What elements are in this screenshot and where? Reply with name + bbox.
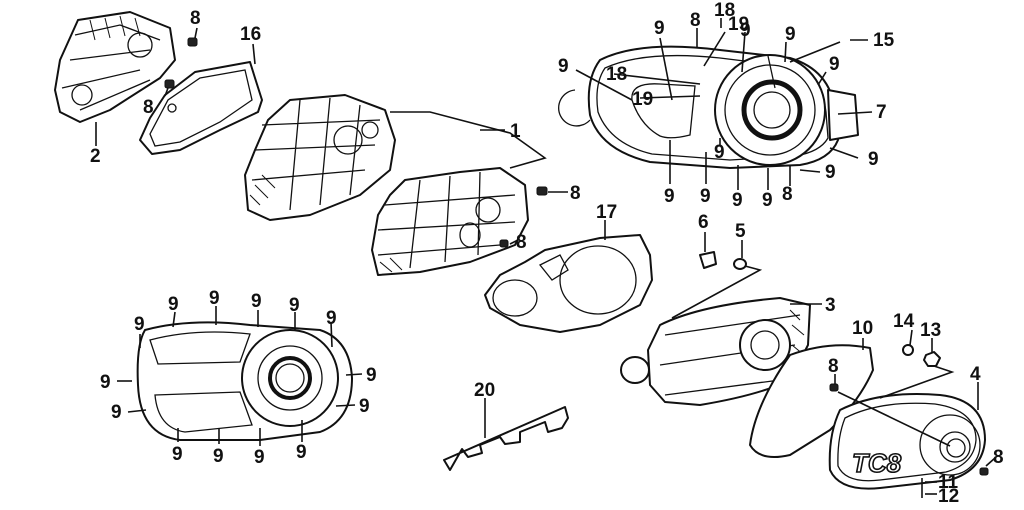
callout-9: 9 [134,314,145,335]
callout-8: 8 [828,356,839,377]
part-1-crankcase-right [371,167,529,276]
callout-8: 8 [993,447,1004,468]
callout-8: 8 [516,232,527,253]
callout-8: 8 [570,183,581,204]
callout-17: 17 [596,202,617,223]
part-20-strip [443,406,569,471]
callout-9: 9 [251,291,262,312]
callout-18: 18 [714,0,735,21]
part-13-nut [923,351,941,367]
callout-13: 13 [920,320,941,341]
callout-8: 8 [190,8,201,29]
part-4-outer-cover: TC8 [828,393,986,490]
callout-6: 6 [698,212,709,233]
callout-9: 9 [326,308,337,329]
callout-9: 9 [213,446,224,467]
callout-19: 19 [632,89,653,110]
leader-lines [95,18,996,498]
bolt-8-e [829,383,839,392]
bolt-8-a [187,37,198,47]
callout-19: 19 [728,14,749,35]
callout-1: 1 [510,121,521,142]
callout-9: 9 [714,142,725,163]
callout-labels: 8 8 2 16 1 8 8 17 6 5 3 10 14 13 8 4 8 1… [90,0,1004,507]
callout-20: 20 [474,380,495,401]
callout-9: 9 [740,20,751,41]
part-1-crankcase-left [244,94,396,221]
callout-8: 8 [143,97,154,118]
callout-8: 8 [690,10,701,31]
bolt-8-b [164,79,175,89]
callout-15: 15 [873,30,895,51]
callout-9: 9 [296,442,307,463]
callout-8: 8 [782,184,793,205]
callout-9: 9 [664,186,675,207]
callout-4: 4 [970,364,981,385]
callout-9: 9 [825,162,836,183]
callout-10: 10 [852,318,873,339]
part-2-left-cover [54,11,176,123]
bolt-8-d [499,239,509,248]
callout-18: 18 [606,64,627,85]
callout-9: 9 [359,396,370,417]
callout-16: 16 [240,24,261,45]
callout-9: 9 [366,365,377,386]
callout-9: 9 [168,294,179,315]
part-7-cover [558,45,859,169]
cover-bottom-left [136,321,353,441]
callout-9: 9 [209,288,220,309]
callout-9: 9 [254,447,265,468]
callout-2: 2 [90,146,101,167]
cover-logo: TC8 [852,448,902,478]
callout-9: 9 [785,24,796,45]
callout-9: 9 [829,54,840,75]
callout-7: 7 [876,102,887,123]
callout-3: 3 [825,295,836,316]
callout-9: 9 [868,149,879,170]
part-6-bolt [699,251,717,269]
bolt-8-f [979,467,989,476]
part-14-washer [902,344,914,356]
part-17-gasket [484,234,653,333]
callout-9: 9 [558,56,569,77]
callout-9: 9 [172,444,183,465]
part-5-washer [733,258,747,270]
callout-9: 9 [289,295,300,316]
callout-9: 9 [700,186,711,207]
callout-5: 5 [735,221,746,242]
part-10-gasket [749,344,874,458]
part-16-gasket [139,61,263,155]
callout-9: 9 [100,372,111,393]
callout-11: 11 [938,472,959,493]
callout-9: 9 [654,18,665,39]
callout-9: 9 [762,190,773,211]
callout-14: 14 [893,311,915,332]
callout-12: 12 [938,486,959,507]
bolt-8-c [536,186,548,196]
callout-9: 9 [732,190,743,211]
callout-9: 9 [111,402,122,423]
